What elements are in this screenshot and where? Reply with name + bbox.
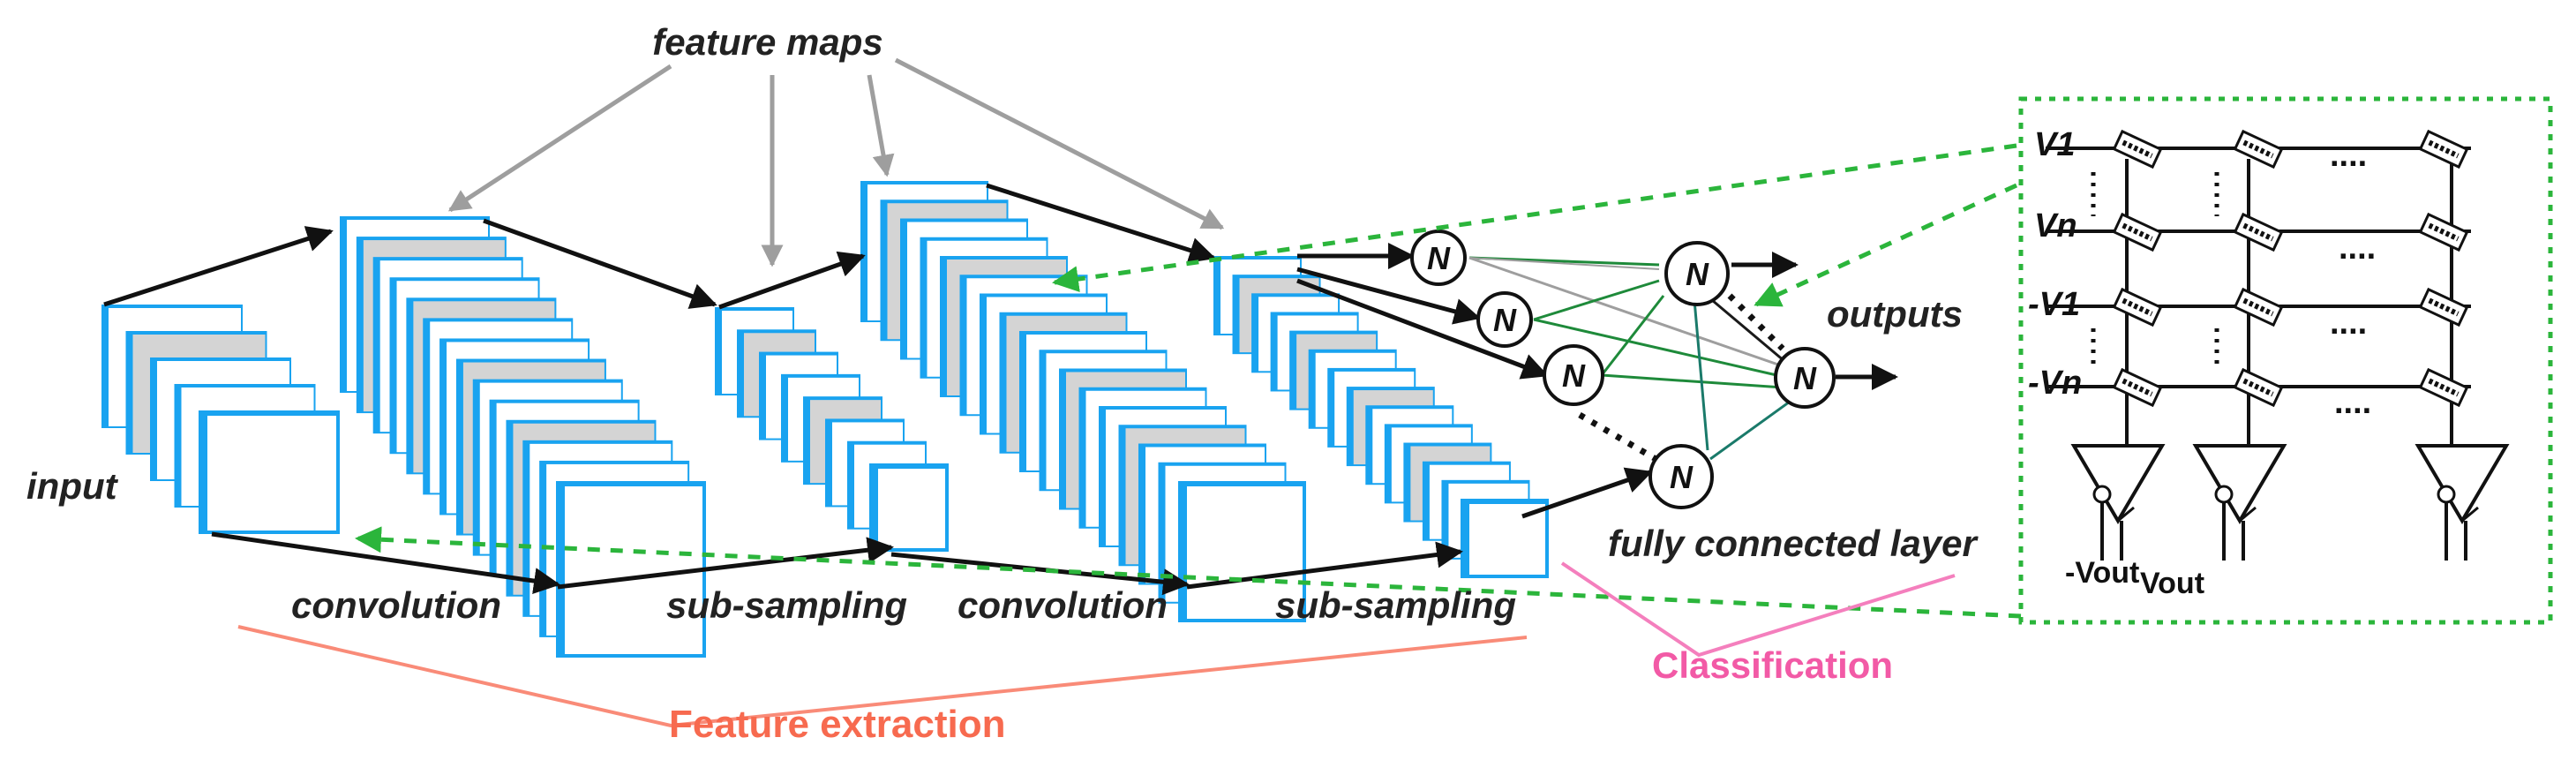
input-stack	[101, 305, 340, 534]
neuron-label: N	[1793, 360, 1817, 396]
flow-arrow-sub1-conv2-top	[718, 251, 866, 310]
memristor-pattern	[2122, 139, 2153, 159]
convolution-label-2: convolution	[958, 584, 1168, 626]
output-pos-label: Vout	[2140, 567, 2204, 600]
neuron-node: N	[1774, 347, 1836, 409]
memristor-pattern	[2428, 297, 2460, 317]
feature-map-face	[204, 412, 340, 534]
neuron-label: N	[1670, 459, 1694, 495]
crossbar-ellipsis: ....	[2330, 137, 2367, 174]
fc-link	[1709, 395, 1797, 461]
memristor-pattern	[2428, 139, 2460, 159]
neuron-node: N	[1664, 241, 1730, 306]
crossbar-row-label: V1	[2034, 126, 2075, 163]
memristor-pattern	[2242, 378, 2274, 397]
feature-map-face	[1183, 483, 1306, 622]
feature-map-stacks	[101, 181, 1549, 658]
pointer-arrow-sub2	[894, 57, 1225, 230]
amplifier-lead	[2239, 506, 2257, 523]
classification-bracket	[1560, 561, 1956, 658]
crossbar-row-label: -Vn	[2028, 365, 2082, 402]
flow-arrow-conv1-sub1-bottom	[557, 537, 894, 590]
input-label: input	[26, 465, 119, 507]
flow-arrow-conv2-sub2-top	[986, 183, 1216, 264]
neuron-label: N	[1562, 357, 1586, 394]
feature-extraction-label: Feature extraction	[669, 703, 1005, 746]
fc-link	[1533, 318, 1797, 381]
feature-extraction-bracket	[237, 625, 1528, 728]
memristor-pattern	[2428, 378, 2460, 397]
flow-arrow-sub1-conv2-bottom	[890, 552, 1190, 596]
mapping-arrow-to-input	[355, 526, 2022, 619]
flow-arrow-input-conv1-bottom	[211, 531, 560, 594]
inverting-bubble	[2092, 485, 2112, 504]
layer-flow-arrows	[103, 183, 1898, 596]
amplifier-lead	[2117, 506, 2135, 523]
crossbar-ellipsis: ....	[2339, 230, 2376, 267]
crossbar-ellipsis: ....	[2330, 305, 2367, 342]
memristor-pattern	[2122, 222, 2153, 242]
mapping-arrows	[355, 143, 2022, 619]
fc-link	[1693, 299, 1709, 451]
amplifier-triangle	[2070, 444, 2166, 524]
neuron-label: N	[1427, 240, 1451, 276]
neuron-label: N	[1686, 256, 1709, 292]
pointer-arrow-conv2	[867, 74, 895, 177]
neuron-node: N	[1543, 344, 1604, 406]
mapping-arrow-to-conv2	[1052, 143, 2017, 293]
fc-link	[1533, 279, 1660, 321]
feature-map-face	[875, 465, 949, 552]
fc-link	[1601, 373, 1797, 390]
group-brackets	[237, 561, 1956, 728]
sub1-stack	[715, 307, 949, 552]
flow-arrow-input-conv1-top	[103, 226, 334, 307]
neuron-node: N	[1476, 291, 1533, 348]
memristor-pattern	[2122, 297, 2153, 317]
neurons: N N N N N N	[1410, 230, 1836, 509]
feature-maps-pointer-arrows	[447, 57, 1225, 267]
conv1-stack	[340, 216, 706, 658]
amplifier-triangle	[2192, 444, 2287, 524]
flow-arrow-sub2-n2	[1296, 267, 1481, 325]
sub-sampling-label-1: sub-sampling	[666, 584, 907, 626]
inverting-bubble	[2437, 485, 2456, 504]
crossbar-ellipsis: ....	[2334, 384, 2371, 421]
memristor-pattern	[2242, 297, 2274, 317]
flow-arrow-sub2-n3	[1296, 278, 1549, 380]
mapping-arrow-to-neuron	[1754, 183, 2018, 307]
neuron-label: N	[1493, 302, 1517, 338]
classification-label: Classification	[1652, 644, 1893, 686]
memristor-pattern	[2242, 222, 2274, 242]
sub-sampling-label-2: sub-sampling	[1275, 584, 1516, 626]
amplifier-triangle	[2415, 444, 2510, 524]
memristor-pattern	[2122, 378, 2153, 397]
conv2-stack	[860, 181, 1306, 622]
amplifier-lead	[2461, 506, 2479, 523]
fc-link	[1468, 256, 1797, 372]
neuron-node: N	[1410, 230, 1467, 286]
flow-arrow-sub2-n4	[1521, 467, 1653, 519]
output-neg-label: -Vout	[2065, 556, 2139, 590]
flow-arrow-conv1-sub1-top	[483, 218, 717, 309]
crossbar-box	[2018, 96, 2553, 625]
convolution-label-1: convolution	[291, 584, 501, 626]
fully-connected-layer-label: fully connected layer	[1608, 523, 1979, 564]
outputs-label: outputs	[1827, 293, 1963, 335]
memristor-pattern	[2428, 222, 2460, 242]
pointer-arrow-conv1	[447, 64, 672, 213]
memristor-pattern	[2242, 139, 2274, 159]
fc-link	[1600, 295, 1665, 376]
neuron-node: N	[1648, 444, 1714, 509]
inverting-bubble	[2214, 485, 2234, 504]
fc-link	[1468, 257, 1660, 270]
crossbar-row-label: Vn	[2034, 207, 2077, 245]
crossbar-row-label: -V1	[2028, 286, 2080, 323]
fc-dots	[1578, 411, 1665, 467]
feature-maps-label: feature maps	[652, 21, 882, 63]
fc-connections	[1468, 256, 1797, 467]
